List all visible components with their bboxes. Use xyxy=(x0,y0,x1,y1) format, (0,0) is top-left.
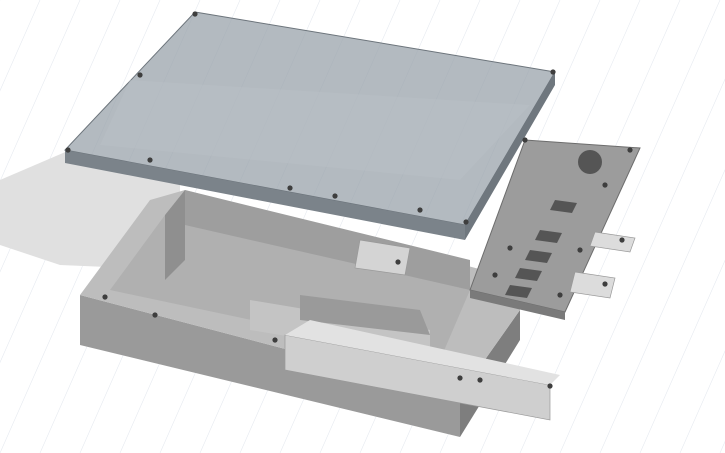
screw-hole xyxy=(477,377,483,383)
panel-cutout xyxy=(535,230,562,243)
screw-hole xyxy=(395,259,401,265)
screw-hole xyxy=(522,137,528,143)
mounting-bars xyxy=(354,231,636,299)
grid-line xyxy=(679,350,725,453)
grid-line xyxy=(639,259,725,453)
grid-line xyxy=(719,440,725,453)
screw-hole xyxy=(417,207,423,213)
screw-hole xyxy=(619,237,625,243)
screw-hole xyxy=(507,245,513,251)
screw-hole xyxy=(463,219,469,225)
screw-hole xyxy=(287,185,293,191)
enclosure-body xyxy=(80,190,560,437)
screw-hole xyxy=(65,147,71,153)
screw-hole xyxy=(492,272,498,278)
panel-cutout xyxy=(550,200,577,213)
screw-hole xyxy=(577,247,583,253)
grid-line xyxy=(599,169,725,453)
panel-cutout xyxy=(515,268,542,281)
screw-hole xyxy=(627,147,633,153)
screw-hole xyxy=(602,281,608,287)
screw-hole xyxy=(102,294,108,300)
screw-hole xyxy=(137,72,143,78)
panel-cutout xyxy=(525,250,552,263)
screws xyxy=(65,11,633,389)
grid-line xyxy=(559,78,725,453)
screw-hole xyxy=(332,193,338,199)
screw-hole xyxy=(550,69,556,75)
screw-hole xyxy=(192,11,198,17)
screw-hole xyxy=(272,337,278,343)
screw-hole xyxy=(457,375,463,381)
panel-cutout xyxy=(505,285,532,298)
grid-line xyxy=(0,0,41,92)
screw-hole xyxy=(152,312,158,318)
screw-hole xyxy=(602,182,608,188)
screw-hole xyxy=(557,292,563,298)
front-panel-plate xyxy=(469,139,641,320)
transparent-lid xyxy=(64,11,556,240)
grid-line xyxy=(0,0,81,182)
screw-hole xyxy=(547,383,553,389)
screw-hole xyxy=(147,157,153,163)
